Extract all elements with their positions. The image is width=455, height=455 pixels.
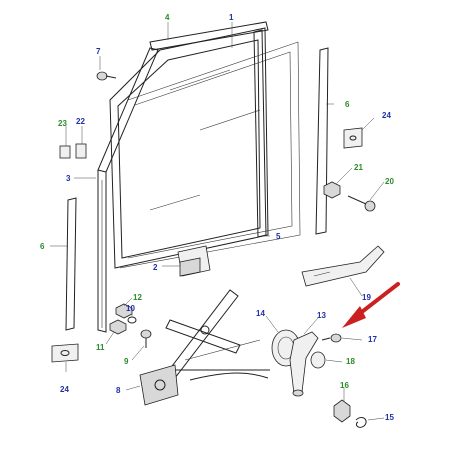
clip-22 xyxy=(75,143,87,159)
right-seal-strip xyxy=(315,47,329,235)
clip-23 xyxy=(59,145,71,159)
screw-17 xyxy=(321,333,342,343)
label-24-lower: 24 xyxy=(60,385,69,394)
washer-10 xyxy=(127,316,137,324)
knob-18 xyxy=(310,351,326,369)
label-13: 13 xyxy=(317,311,326,320)
label-17: 17 xyxy=(368,335,377,344)
cap-16 xyxy=(333,399,351,423)
label-20: 20 xyxy=(385,177,394,186)
label-7: 7 xyxy=(96,47,101,56)
label-15: 15 xyxy=(385,413,394,422)
clip-15 xyxy=(355,417,367,428)
pad-24-upper xyxy=(343,127,363,149)
label-4: 4 xyxy=(165,13,170,22)
right-run-channel xyxy=(253,29,267,238)
nut-11 xyxy=(109,319,127,335)
label-10: 10 xyxy=(126,304,135,313)
top-channel xyxy=(149,21,269,51)
label-1: 1 xyxy=(229,13,234,22)
left-seal-strip xyxy=(65,197,77,331)
winder-handle-13 xyxy=(289,331,319,397)
label-18: 18 xyxy=(346,357,355,366)
label-21: 21 xyxy=(354,163,363,172)
bolt-20 xyxy=(347,195,376,212)
regulator-assembly xyxy=(139,289,270,406)
nut-21 xyxy=(323,181,341,199)
bolt-9 xyxy=(140,329,152,348)
label-5: 5 xyxy=(276,232,281,241)
label-2: 2 xyxy=(153,263,158,272)
glass-channel xyxy=(177,245,211,277)
label-24-upper: 24 xyxy=(382,111,391,120)
bracket-19 xyxy=(301,245,385,287)
label-12: 12 xyxy=(133,293,142,302)
pad-24-lower xyxy=(51,343,79,363)
label-23: 23 xyxy=(58,119,67,128)
label-16: 16 xyxy=(340,381,349,390)
label-8: 8 xyxy=(116,386,121,395)
red-arrow-icon xyxy=(342,282,400,328)
label-3: 3 xyxy=(66,174,71,183)
part-labels: 1 2 3 4 5 6 6 7 8 9 10 11 12 13 14 15 16… xyxy=(40,13,394,422)
leader-lines xyxy=(50,22,385,421)
label-14: 14 xyxy=(256,309,265,318)
label-19: 19 xyxy=(362,293,371,302)
door-glass-frame xyxy=(109,27,301,269)
label-11: 11 xyxy=(96,343,105,352)
left-run-channel xyxy=(97,47,159,333)
label-9: 9 xyxy=(124,357,129,366)
label-6-right: 6 xyxy=(345,100,350,109)
screw-7 xyxy=(96,71,117,81)
label-22: 22 xyxy=(76,117,85,126)
label-6-left: 6 xyxy=(40,242,45,251)
